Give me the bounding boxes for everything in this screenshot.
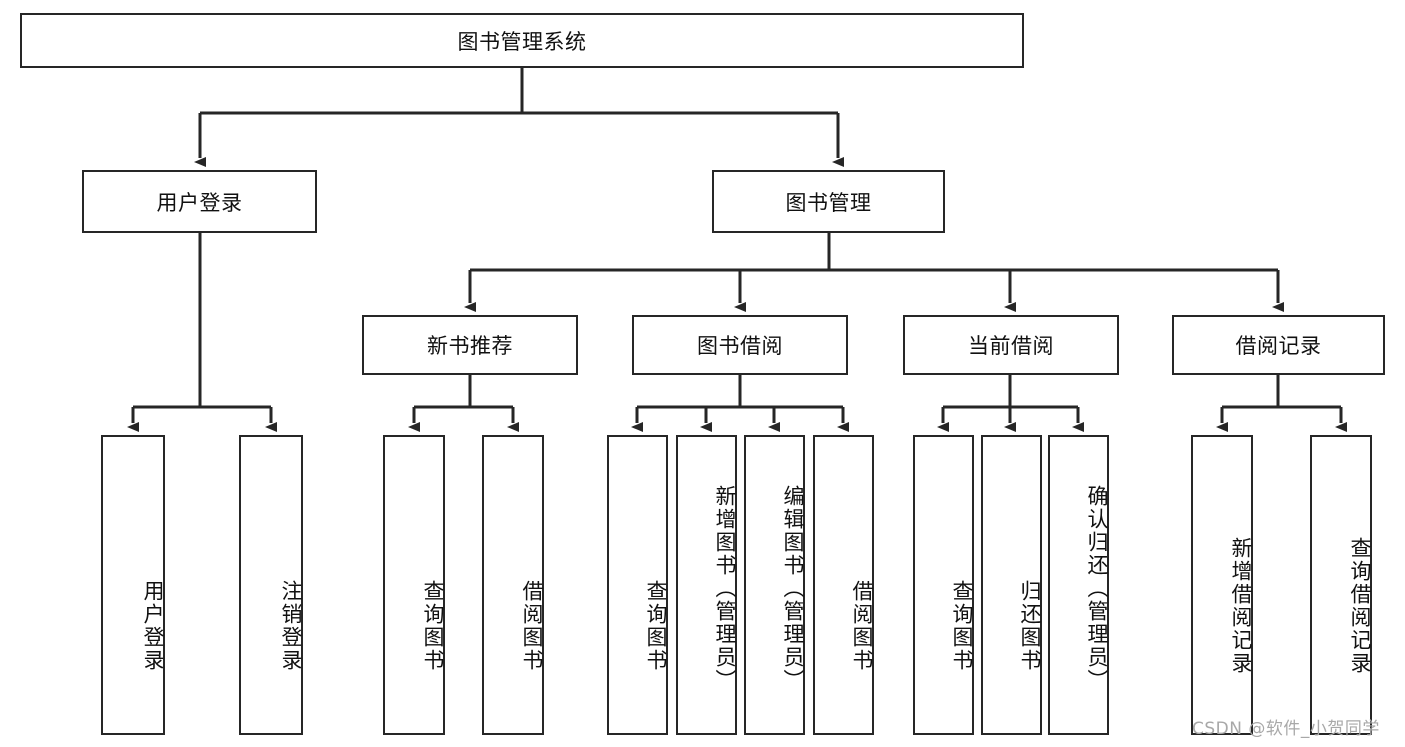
- node-book-manage[interactable]: 图书管理: [712, 170, 945, 233]
- node-label: 查询图书: [421, 580, 445, 672]
- node-leaf-edit-book[interactable]: 编辑图书（管理员）: [744, 435, 805, 735]
- node-label: 注销登录: [279, 580, 303, 672]
- node-leaf-query-book-1[interactable]: 查询图书: [383, 435, 445, 735]
- node-leaf-add-record[interactable]: 新增借阅记录: [1191, 435, 1253, 735]
- node-label: 查询借阅记录: [1348, 537, 1372, 675]
- node-leaf-return-book[interactable]: 归还图书: [981, 435, 1042, 735]
- node-new-book-rec[interactable]: 新书推荐: [362, 315, 578, 375]
- node-label: 图书管理: [785, 190, 872, 215]
- node-label: 图书管理系统: [457, 29, 587, 54]
- node-label: 借阅图书: [850, 580, 874, 672]
- node-root[interactable]: 图书管理系统: [20, 13, 1024, 68]
- node-leaf-confirm-return[interactable]: 确认归还（管理员）: [1048, 435, 1109, 735]
- watermark: CSDN @软件_小贺同学: [1192, 719, 1380, 739]
- node-book-borrow[interactable]: 图书借阅: [632, 315, 848, 375]
- node-label: 新增图书（管理员）: [713, 484, 737, 692]
- node-label: 借阅记录: [1235, 334, 1322, 358]
- node-label: 编辑图书（管理员）: [781, 484, 805, 692]
- node-borrow-record[interactable]: 借阅记录: [1172, 315, 1385, 375]
- node-label: 查询图书: [644, 580, 668, 672]
- node-label: 确认归还（管理员）: [1085, 484, 1109, 692]
- node-label: 新增借阅记录: [1229, 537, 1253, 675]
- node-leaf-borrow-book-1[interactable]: 借阅图书: [482, 435, 544, 735]
- node-label: 图书借阅: [697, 334, 783, 358]
- node-user-login[interactable]: 用户登录: [82, 170, 317, 233]
- node-leaf-add-book[interactable]: 新增图书（管理员）: [676, 435, 737, 735]
- node-label: 借阅图书: [520, 580, 544, 672]
- node-leaf-query-book-3[interactable]: 查询图书: [913, 435, 974, 735]
- node-label: 用户登录: [156, 190, 243, 215]
- node-leaf-user-login[interactable]: 用户登录: [101, 435, 165, 735]
- node-label: 查询图书: [950, 580, 974, 672]
- node-label: 当前借阅: [968, 334, 1054, 358]
- node-label: 用户登录: [141, 580, 165, 672]
- node-leaf-borrow-book-2[interactable]: 借阅图书: [813, 435, 874, 735]
- node-label: 新书推荐: [427, 334, 513, 358]
- node-current-borrow[interactable]: 当前借阅: [903, 315, 1119, 375]
- node-leaf-query-record[interactable]: 查询借阅记录: [1310, 435, 1372, 735]
- node-leaf-query-book-2[interactable]: 查询图书: [607, 435, 668, 735]
- node-leaf-logout[interactable]: 注销登录: [239, 435, 303, 735]
- node-label: 归还图书: [1018, 580, 1042, 672]
